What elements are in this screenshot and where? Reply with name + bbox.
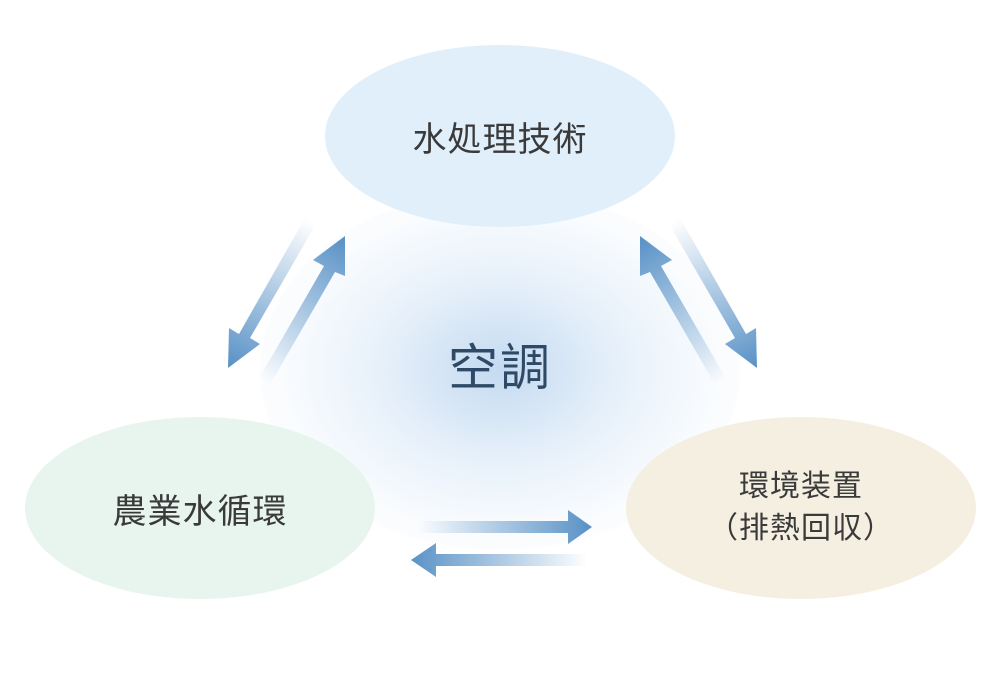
node-water-treatment-label: 水処理技術: [412, 119, 588, 160]
arrow-left-to-top: [257, 236, 345, 388]
node-water-treatment: 水処理技術: [325, 45, 675, 227]
node-environmental-equipment-label: 環境装置: [739, 469, 863, 504]
node-environmental-equipment: 環境装置 （排熱回収）: [626, 417, 976, 599]
arrow-right-to-left: [411, 543, 590, 577]
arrow-left-to-right: [418, 510, 592, 544]
center-label: 空調: [448, 339, 552, 397]
arrow-right-to-top: [640, 236, 728, 388]
node-agricultural-water-cycle-label: 農業水循環: [112, 491, 288, 532]
arrow-top-to-left: [228, 218, 316, 368]
node-agricultural-water-cycle: 農業水循環: [25, 417, 375, 599]
arrow-top-to-right: [669, 218, 757, 368]
node-environmental-equipment-sublabel: （排熱回収）: [708, 511, 894, 546]
